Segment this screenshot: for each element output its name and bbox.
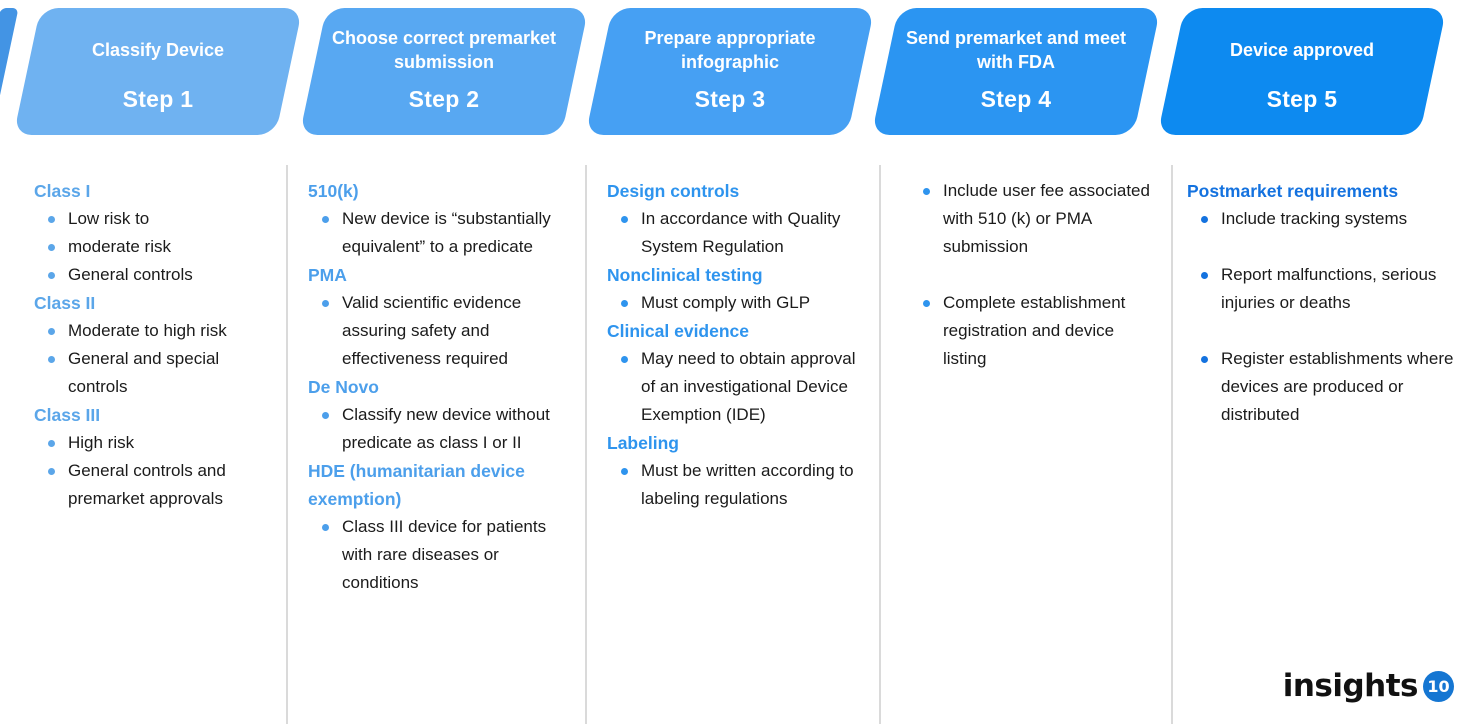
- bullet-item: May need to obtain approval of an invest…: [607, 345, 867, 429]
- section-heading: Postmarket requirements: [1187, 181, 1399, 201]
- section-heading: HDE (humanitarian device exemption): [308, 461, 525, 509]
- section-heading: Design controls: [607, 181, 740, 201]
- section-heading: PMA: [308, 265, 347, 285]
- logo-badge-icon: 10: [1423, 670, 1454, 702]
- bullet-list: May need to obtain approval of an invest…: [607, 345, 867, 429]
- bullet-list: Classify new device without predicate as…: [308, 401, 573, 457]
- step-title: Device approved: [1229, 39, 1375, 60]
- step-title: Choose correct premarket submission: [331, 27, 557, 72]
- bullet-item: Class III device for patients with rare …: [308, 513, 573, 597]
- column-4: Include user fee associated with 510 (k)…: [879, 165, 1171, 724]
- bullet-list: Class III device for patients with rare …: [308, 513, 573, 597]
- bullet-list: New device is “substantially equivalent”…: [308, 205, 573, 261]
- bullet-list: In accordance with Quality System Regula…: [607, 205, 867, 261]
- step-title: Prepare appropriate infographic: [644, 27, 816, 72]
- bullet-item: Include user fee associated with 510 (k)…: [909, 177, 1159, 261]
- step-label: Step 4: [980, 86, 1052, 112]
- bullet-item: Valid scientific evidence assuring safet…: [308, 289, 573, 373]
- step-chevron-4: Send premarket and meet with FDA Step 4: [871, 8, 1161, 135]
- step-title: Send premarket and meet with FDA: [905, 27, 1127, 72]
- bullet-list: Include user fee associated with 510 (k)…: [909, 177, 1159, 373]
- section-heading: Class II: [34, 293, 96, 313]
- step-label: Step 1: [122, 86, 194, 112]
- section-heading: 510(k): [308, 181, 359, 201]
- bullet-list: Must comply with GLP: [607, 289, 867, 317]
- logo-text: insights: [1282, 668, 1419, 704]
- bullet-item: In accordance with Quality System Regula…: [607, 205, 867, 261]
- section-heading: De Novo: [308, 377, 379, 397]
- bullet-item: Classify new device without predicate as…: [308, 401, 573, 457]
- bullet-item: New device is “substantially equivalent”…: [308, 205, 573, 261]
- bullet-item: General and special controls: [34, 345, 274, 401]
- bullet-list: Valid scientific evidence assuring safet…: [308, 289, 573, 373]
- step-label: Step 2: [408, 86, 480, 112]
- bullet-item: moderate risk: [34, 233, 274, 261]
- column-2: 510(k) New device is “substantially equiv…: [286, 165, 585, 724]
- bullet-item: Must comply with GLP: [607, 289, 867, 317]
- bullet-item: Complete establishment registration and …: [909, 289, 1159, 373]
- section-heading: Nonclinical testing: [607, 265, 763, 285]
- section-heading: Labeling: [607, 433, 679, 453]
- bullet-item: High risk: [34, 429, 274, 457]
- bullet-list: Must be written according to labeling re…: [607, 457, 867, 513]
- step-label: Step 5: [1266, 86, 1338, 112]
- bullet-item: Low risk to: [34, 205, 274, 233]
- bullet-item: Register establishments where devices ar…: [1187, 345, 1460, 429]
- column-3: Design controls In accordance with Qualit…: [585, 165, 879, 724]
- section-heading: Clinical evidence: [607, 321, 750, 341]
- step-title: Classify Device: [91, 39, 225, 60]
- bullet-item: Must be written according to labeling re…: [607, 457, 867, 513]
- section-heading: Class III: [34, 405, 101, 425]
- bullet-item: Report malfunctions, serious injuries or…: [1187, 261, 1460, 317]
- bullet-item: General controls: [34, 261, 274, 289]
- step-chevron-content: Send premarket and meet with FDA Step 4: [885, 8, 1147, 135]
- bullet-item: Include tracking systems: [1187, 205, 1460, 233]
- logo: insights 10: [1283, 668, 1454, 704]
- section-heading: Class I: [34, 181, 91, 201]
- bullet-item: General controls and premarket approvals: [34, 457, 274, 513]
- step-label: Step 3: [694, 86, 766, 112]
- bullet-item: Moderate to high risk: [34, 317, 274, 345]
